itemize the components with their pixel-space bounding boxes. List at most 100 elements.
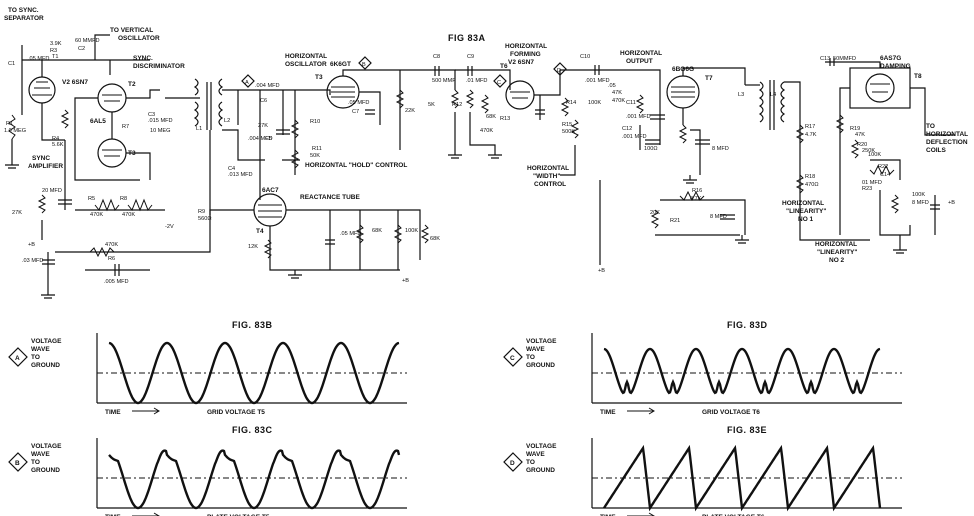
component-label: 560Ω: [198, 216, 212, 222]
component-label: +B: [948, 200, 955, 206]
component-label: 1.0 MEG: [4, 128, 26, 134]
note-deflection-1: TO: [926, 123, 935, 130]
component-label: 5.6K: [52, 142, 64, 148]
tube-t1: V2 6SN7: [62, 79, 88, 86]
component-label: +B: [402, 278, 409, 284]
component-label: L3: [738, 92, 744, 98]
component-label: C1: [8, 61, 15, 67]
component-label: R19: [850, 126, 860, 132]
component-label: R15: [562, 122, 572, 128]
component-label: R8: [120, 196, 127, 202]
component-label: 4.7K: [690, 196, 702, 202]
waveform-trace: [108, 341, 400, 405]
component-label: .005 MFD: [104, 279, 129, 285]
waveform-panel: FIG. 83CBVOLTAGEWAVETOGROUNDTIMEPLATE VO…: [8, 425, 407, 516]
component-label: 8 MFD: [710, 214, 727, 220]
voltage-wave-label: VOLTAGE: [526, 443, 557, 450]
time-arrow: [627, 512, 655, 516]
note-width-3: CONTROL: [534, 181, 566, 188]
component-label: .004 MFD: [255, 83, 280, 89]
component-label: 68K: [486, 114, 496, 120]
component-label: C4: [228, 166, 235, 172]
test-point-diamond: [503, 347, 523, 367]
waveform-figure-title: FIG. 83D: [727, 320, 768, 330]
tube-t4: T4: [256, 228, 264, 235]
component-label: .001 MFD: [585, 78, 610, 84]
note-sync-disc-2: DISCRIMINATOR: [133, 63, 185, 70]
waveform-figure-title: FIG. 83C: [232, 425, 273, 435]
component-label: C6: [260, 98, 267, 104]
waveform-caption: GRID VOLTAGE T5: [207, 409, 265, 416]
tube-6al5: 6AL5: [90, 118, 106, 125]
component-label: .05 MFD: [348, 100, 369, 106]
component-label: C14: [880, 172, 890, 178]
tube-6bg6g: 6BG6G: [672, 66, 694, 73]
component-label: C13: [820, 56, 830, 62]
component-label: R17: [805, 124, 815, 130]
component-label: 500 MMF: [432, 78, 456, 84]
component-label: R5: [88, 196, 95, 202]
waveform-panel: FIG. 83EDVOLTAGEWAVETOGROUNDTIMEPLATE VO…: [503, 425, 902, 516]
component-label: +B: [28, 242, 35, 248]
component-label: R23: [862, 186, 872, 192]
component-label: 68K: [372, 228, 382, 234]
component-label: 60 MMFD: [75, 38, 100, 44]
tube-6as7g: 6AS7G: [880, 55, 901, 62]
note-linearity1-1: HORIZONTAL: [782, 200, 824, 207]
test-point-letter: A: [15, 355, 20, 362]
component-label: .001 MFD: [626, 114, 651, 120]
voltage-wave-label: GROUND: [31, 467, 60, 474]
component-label: 470K: [612, 98, 625, 104]
test-point-label: B: [362, 62, 366, 68]
component-label: 68K: [430, 236, 440, 242]
waveform-trace: [108, 449, 401, 510]
component-label: T1: [52, 54, 59, 60]
note-horiz-forming-1: HORIZONTAL: [505, 43, 547, 50]
voltage-wave-label: TO: [31, 459, 40, 466]
note-to-vert-osc-1: TO VERTICAL: [110, 27, 153, 34]
schematic-wiring: [5, 34, 955, 299]
voltage-wave-label: WAVE: [31, 346, 50, 353]
note-horiz-output-1: HORIZONTAL: [620, 50, 662, 57]
time-label: TIME: [600, 514, 616, 516]
component-label: 500K: [562, 129, 575, 135]
component-label: R1: [6, 121, 13, 127]
voltage-wave-label: VOLTAGE: [31, 443, 62, 450]
voltage-wave-label: VOLTAGE: [526, 338, 557, 345]
time-arrow: [132, 407, 160, 415]
component-label: 470Ω: [805, 182, 819, 188]
tube-6ac7: 6AC7: [262, 187, 279, 194]
component-label: 50K: [310, 153, 320, 159]
tube-t3-osc: T3: [315, 74, 323, 81]
voltage-wave-label: GROUND: [526, 467, 555, 474]
component-label: +B: [598, 268, 605, 274]
component-label: C11: [626, 100, 636, 106]
note-width-1: HORIZONTAL: [527, 165, 569, 172]
component-label: R4: [52, 136, 59, 142]
tube-t3b: T3: [128, 150, 136, 157]
component-label: R3: [50, 48, 57, 54]
waveform-figure-title: FIG. 83E: [727, 425, 767, 435]
test-point-letter: D: [510, 460, 515, 467]
voltage-wave-label: TO: [526, 354, 535, 361]
component-label: .05: [608, 83, 616, 89]
test-point-letter: C: [510, 355, 515, 362]
component-label: R14: [566, 100, 576, 106]
figure-title: FIG 83A: [448, 33, 486, 43]
component-label: C9: [467, 54, 474, 60]
voltage-wave-label: WAVE: [526, 451, 545, 458]
component-label: 22K: [405, 108, 415, 114]
component-label: 4.7K: [805, 132, 817, 138]
component-label: L2: [224, 118, 230, 124]
time-label: TIME: [600, 409, 616, 416]
test-point-diamond: [8, 452, 28, 472]
component-label: 250K: [862, 148, 875, 154]
component-label: R18: [805, 174, 815, 180]
component-label: 10 MEG: [150, 128, 171, 134]
test-point-diamond: [8, 347, 28, 367]
component-label: 12K: [248, 244, 258, 250]
component-label: R11: [312, 146, 322, 152]
waveform-caption: PLATE VOLTAGE T6: [702, 514, 765, 516]
component-label: .03 MFD: [22, 258, 43, 264]
